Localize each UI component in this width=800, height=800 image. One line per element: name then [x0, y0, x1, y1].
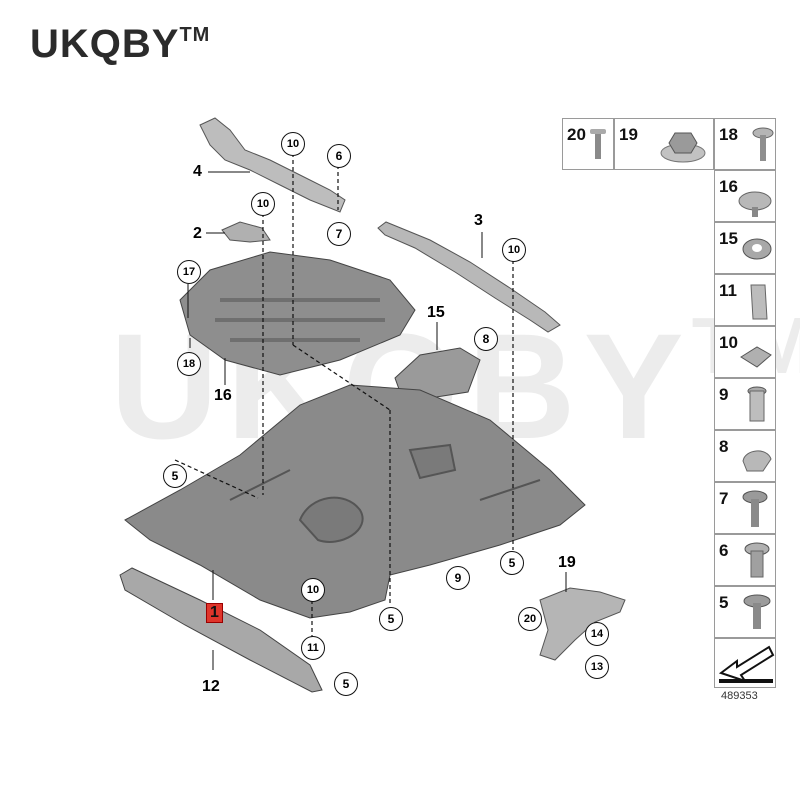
grid-cell-16: 16	[714, 170, 776, 222]
callout-2: 2	[193, 225, 202, 242]
grid-cell-20: 20	[562, 118, 614, 170]
callout-14: 16	[214, 387, 232, 404]
grid-label-10: 10	[719, 333, 738, 352]
bolt-7-icon	[742, 490, 768, 527]
callout-10-bottom: 10	[301, 578, 325, 602]
part-1-underbody-panel	[124, 384, 586, 619]
grid-cell-8: 8	[714, 430, 776, 482]
grid-label-15: 15	[719, 229, 738, 248]
grid-label-18: 18	[719, 125, 738, 144]
screw-5-icon	[743, 594, 771, 629]
leader-lines	[187, 171, 567, 670]
grid-label-11: 11	[719, 281, 737, 300]
callout-1-highlighted: 1	[206, 603, 223, 623]
callout-5-bottom: 5	[334, 672, 358, 696]
callout-10-top: 10	[281, 132, 305, 156]
grommet-9-icon	[747, 386, 767, 422]
callout-10-left: 10	[251, 192, 275, 216]
grid-cell-6: 6	[714, 534, 776, 586]
callout-20: 20	[518, 607, 542, 631]
brand-name: UKQBY	[30, 22, 180, 66]
callout-18: 13	[585, 655, 609, 679]
callout-19: 14	[585, 622, 609, 646]
callout-4: 3	[474, 212, 483, 229]
callout-17: 19	[558, 554, 576, 571]
grid-cell-10: 10	[714, 326, 776, 378]
callout-8: 8	[474, 327, 498, 351]
grid-cell-5: 5	[714, 586, 776, 638]
grid-label-6: 6	[719, 541, 729, 560]
grid-label-19: 19	[619, 125, 638, 144]
grid-label-8: 8	[719, 437, 729, 456]
clip-10-icon	[740, 346, 772, 368]
clip-18-icon	[752, 127, 774, 161]
part-4-strut	[377, 221, 561, 333]
part-3-bracket	[199, 117, 346, 213]
clip-20-icon	[590, 129, 606, 159]
callout-6: 6	[327, 144, 351, 168]
brand-trademark: TM	[179, 24, 211, 46]
grid-cell-arrow	[714, 638, 776, 688]
grid-label-5: 5	[719, 593, 729, 612]
assembly-lines	[174, 153, 514, 645]
arrow-icon	[718, 645, 775, 683]
callout-10-right: 10	[502, 238, 526, 262]
grid-cell-19: 19	[614, 118, 714, 170]
grid-label-16: 16	[719, 177, 738, 196]
callout-12: 12	[202, 678, 220, 695]
grid-label-20: 20	[567, 125, 586, 144]
part-14-ribs	[215, 298, 385, 342]
grid-label-7: 7	[719, 489, 729, 508]
part-14-shield	[179, 251, 416, 376]
callout-5-center: 5	[379, 607, 403, 631]
callout-11: 11	[301, 636, 325, 660]
nut-6-icon	[744, 542, 770, 578]
grid-cell-15: 15	[714, 222, 776, 274]
callout-16: 18	[177, 352, 201, 376]
grid-cell-9: 9	[714, 378, 776, 430]
nut-19-icon	[660, 132, 706, 163]
washer-15-icon	[742, 238, 772, 260]
grid-cell-18: 18	[714, 118, 776, 170]
clip-16-icon	[738, 191, 772, 217]
part-1-details	[229, 443, 541, 543]
brand-logo: UKQBYTM	[30, 22, 210, 67]
grid-cell-7: 7	[714, 482, 776, 534]
callout-15: 17	[177, 260, 201, 284]
grid-label-9: 9	[719, 385, 729, 404]
callout-5-right: 5	[500, 551, 524, 575]
callout-13: 15	[427, 304, 445, 321]
callout-3: 4	[193, 163, 202, 180]
clip-11-icon	[750, 284, 768, 320]
callout-9: 9	[446, 566, 470, 590]
callout-5-left: 5	[163, 464, 187, 488]
reference-number: 489353	[721, 690, 758, 702]
part-12-beam	[119, 567, 323, 693]
part-17-bracket	[539, 587, 626, 661]
cap-8-icon	[742, 450, 772, 472]
grid-cell-11: 11	[714, 274, 776, 326]
part-2-bracket	[221, 221, 271, 243]
callout-7: 7	[327, 222, 351, 246]
